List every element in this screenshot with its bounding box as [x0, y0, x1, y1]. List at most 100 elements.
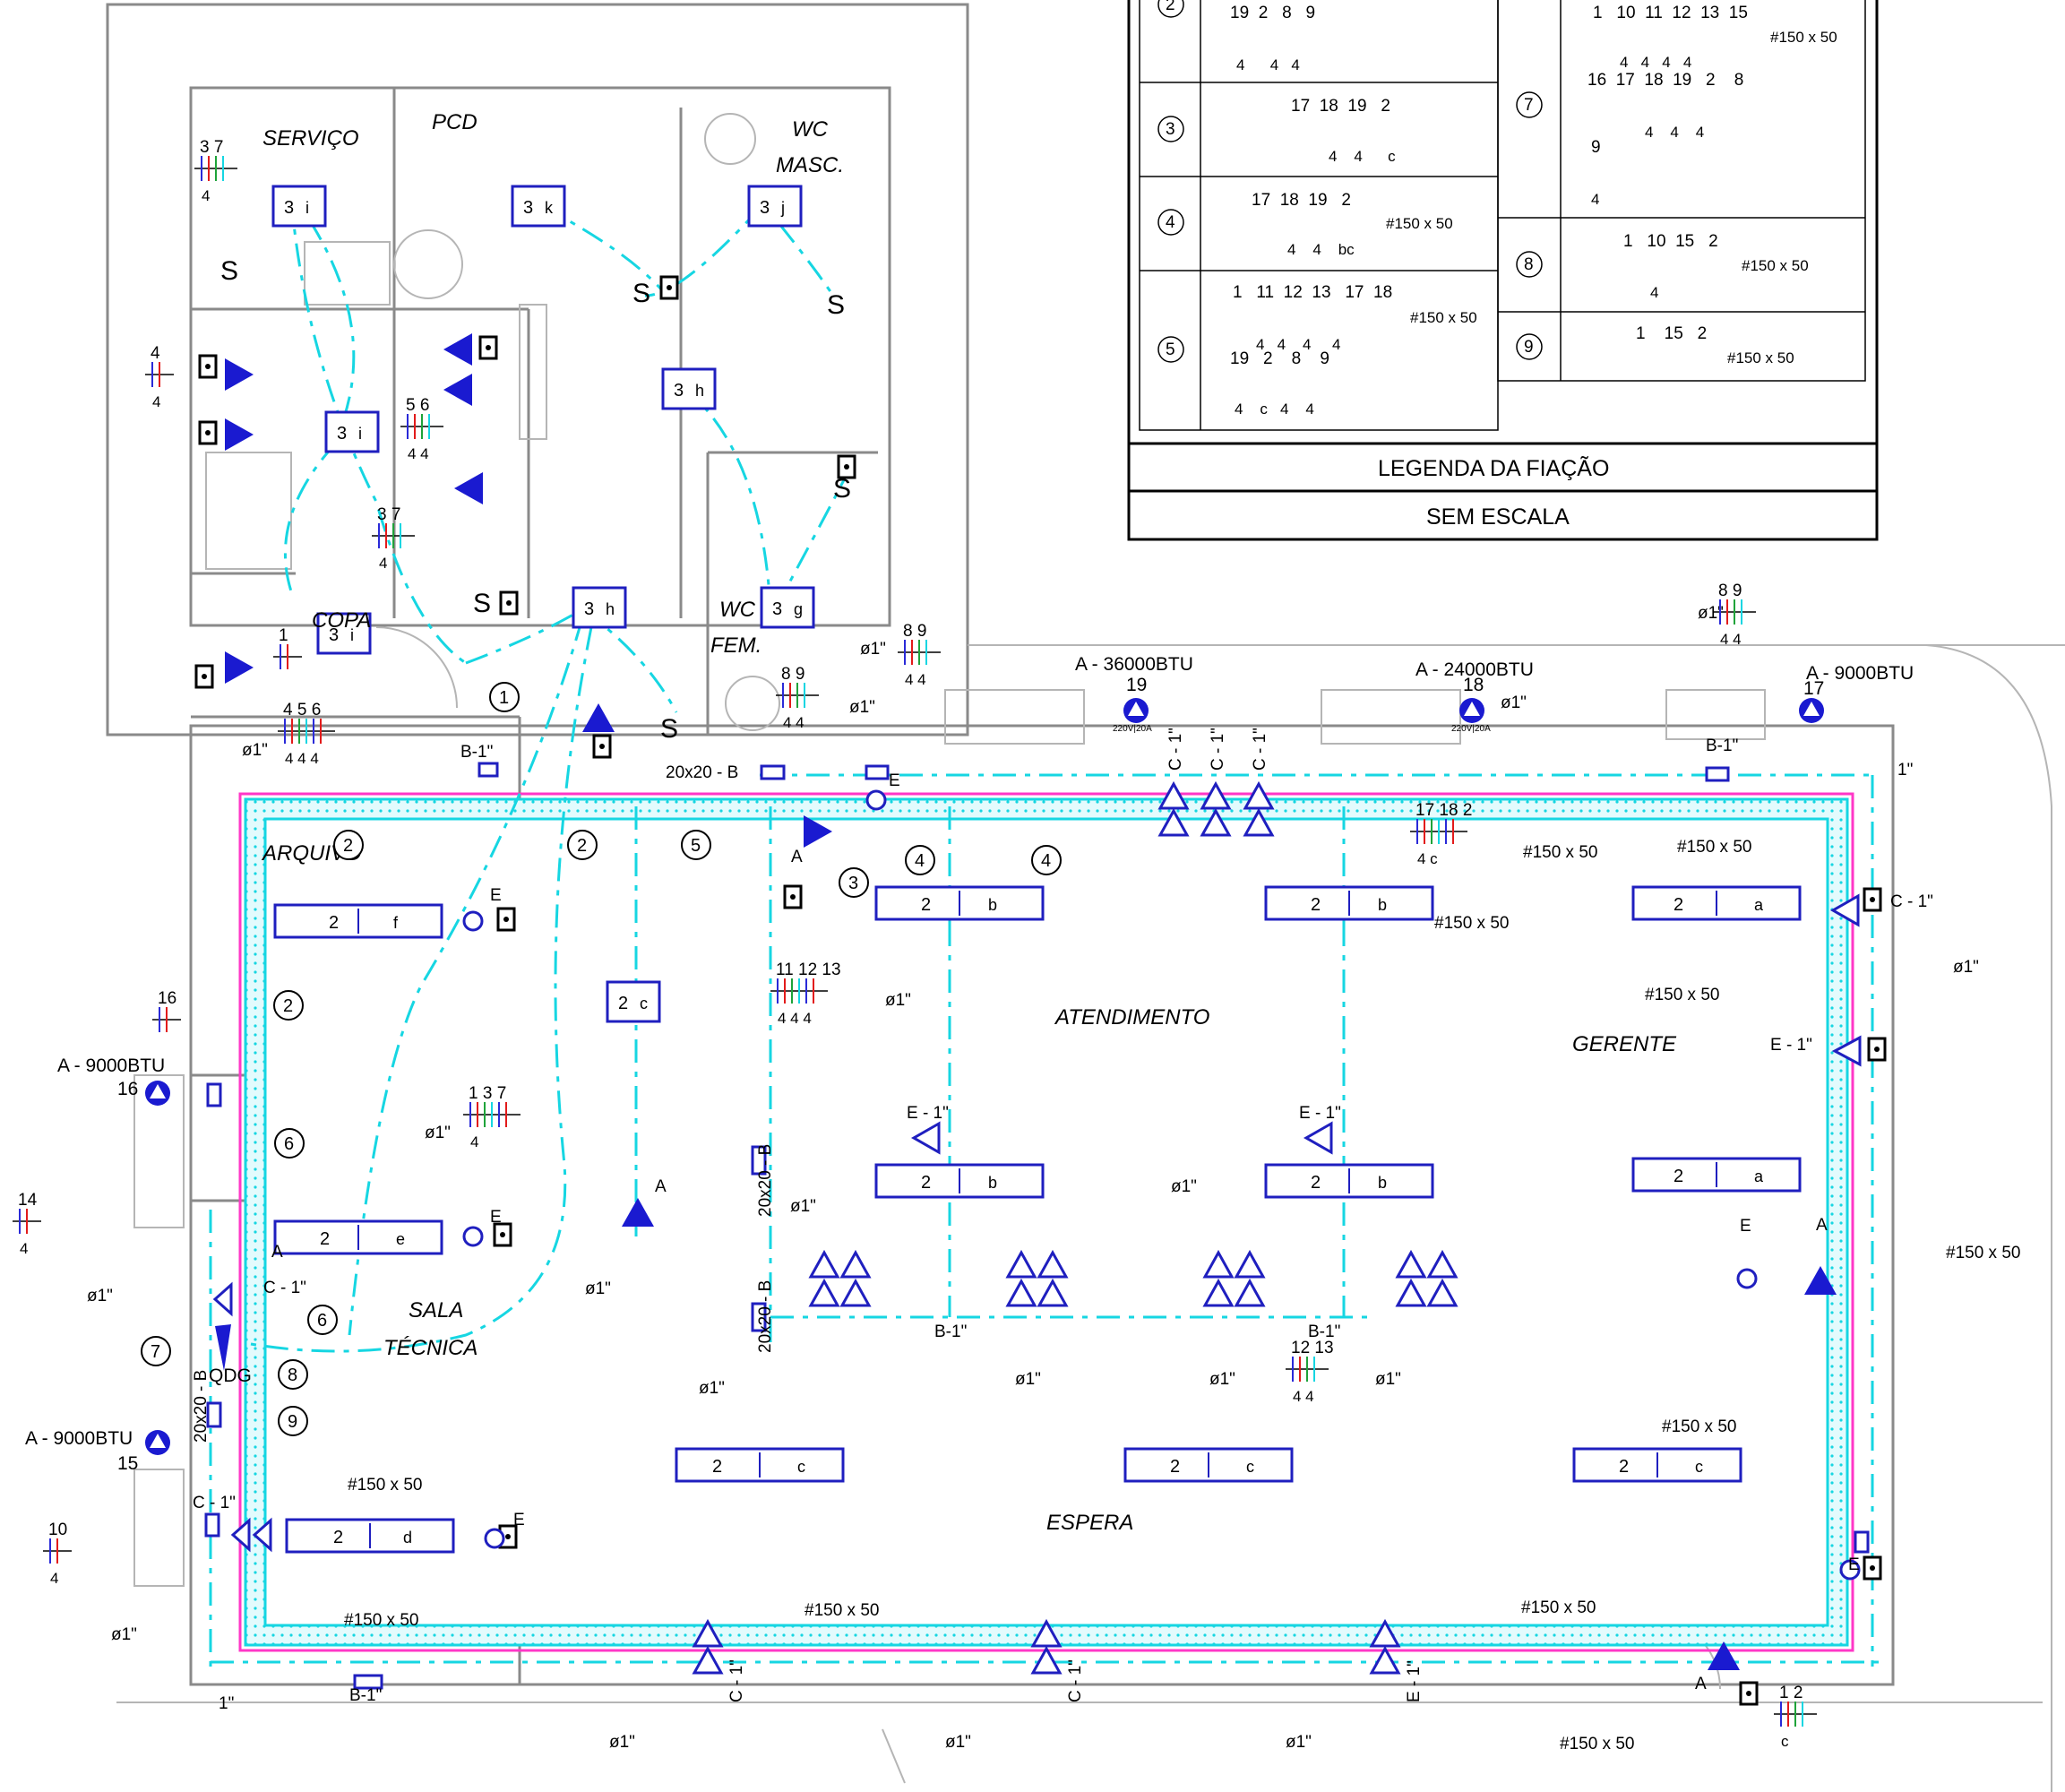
svg-text:3: 3 [584, 599, 594, 619]
connector-label-vertical: C - 1" [1251, 728, 1269, 771]
legend-row-num: 3 [1166, 120, 1175, 139]
svg-text:e: e [396, 1230, 405, 1248]
svg-text:b: b [1378, 896, 1387, 914]
svg-text:1: 1 [499, 688, 509, 708]
diameter-label: ø1" [1698, 604, 1724, 623]
letter-label: A [791, 848, 803, 866]
wire-tag: 12 134 4 [1286, 1339, 1334, 1405]
svg-text:2: 2 [1311, 1173, 1321, 1193]
svg-text:2: 2 [577, 836, 587, 856]
wire-tag-bottom: 4 [379, 555, 387, 572]
legend-row-num: 2 [1166, 0, 1175, 14]
wire-tag-top: 11 12 13 [776, 961, 841, 979]
connector-label: E - 1" [1770, 1036, 1812, 1055]
outlet-triangle-icon [225, 418, 254, 451]
svg-text:3: 3 [760, 198, 770, 218]
air-conditioner-icon [1123, 698, 1149, 723]
wire-tag-bottom: 4 4 4 [285, 750, 319, 767]
annotation-labels: QDG B-1" B-1" B-1" B-1" B-1" 20x20 - B C… [87, 256, 2020, 1753]
wire-tag: 1 2c [1774, 1684, 1817, 1750]
breaker-label: B-1" [1706, 737, 1738, 755]
switch-circle-icon [462, 789, 1861, 1581]
air-conditioner-icon [145, 1081, 170, 1106]
wire-tag-top: 4 5 6 [283, 701, 321, 719]
room-label-servico: SERVIÇO [262, 126, 359, 151]
outlet-triangle-icon [454, 472, 483, 504]
svg-text:b: b [1378, 1174, 1387, 1192]
wire-tag: 1 3 74 [463, 1084, 521, 1150]
legend-row-text: 4 [1650, 284, 1658, 301]
legend-row-text: 1 10 11 12 13 15 [1593, 4, 1748, 22]
svg-text:2: 2 [1170, 1457, 1180, 1477]
svg-text:5: 5 [691, 836, 701, 856]
wire-tag: 3 7 4 [194, 138, 237, 204]
outlet-triangle-icon [225, 358, 254, 391]
diameter-label: ø1" [699, 1379, 725, 1398]
air-conditioner-icon [1799, 698, 1824, 723]
outlet-triangle-icon [225, 651, 254, 684]
legend-row-num: 5 [1166, 340, 1175, 359]
size-label: 1" [1897, 761, 1913, 780]
svg-text:2: 2 [320, 1229, 330, 1249]
wire-tag-top: 1 2 [1779, 1684, 1803, 1702]
diameter-label: ø1" [790, 1197, 816, 1216]
svg-text:2: 2 [1175, 1086, 1185, 1106]
wire-tag-top: 8 9 [903, 622, 926, 641]
wire-tag-top: 10 [48, 1521, 67, 1539]
svg-text:2: 2 [1311, 895, 1321, 915]
room-label-gerente: GERENTE [1572, 1032, 1677, 1056]
svg-text:3: 3 [848, 874, 858, 893]
diameter-label: ø1" [885, 991, 911, 1010]
letter-label: E [490, 1208, 502, 1227]
route-circle: 1 [489, 682, 520, 712]
socket-icon [499, 590, 519, 616]
svg-text:i: i [305, 199, 309, 217]
svg-text:8: 8 [288, 1366, 297, 1385]
legend-row-size: #150 x 50 [1386, 215, 1453, 232]
wire-tag-top: 3 7 [200, 138, 223, 157]
size-label: #150 x 50 [1523, 843, 1597, 862]
wire-tag-top: 3 7 [377, 505, 400, 524]
duct-label-vertical: 20x20 - B [756, 1280, 775, 1353]
letter-label: E [490, 886, 502, 905]
ac-label: A - 9000BTU [1806, 663, 1914, 684]
diameter-label: ø1" [87, 1287, 113, 1305]
wire-tag: 44 [145, 344, 174, 410]
svg-text:i: i [358, 425, 362, 443]
svg-text:3: 3 [772, 599, 782, 619]
svg-text:3: 3 [284, 198, 294, 218]
ac-label: A - 9000BTU [57, 1055, 165, 1076]
svg-text:c: c [797, 1458, 805, 1476]
diameter-label: ø1" [945, 1733, 971, 1752]
svg-text:c: c [1246, 1458, 1254, 1476]
route-circle: 8 [278, 1359, 308, 1390]
svg-text:2: 2 [618, 994, 628, 1013]
wire-tag-bottom: 4 4 4 [778, 1010, 812, 1027]
legend-row-text: 1 15 2 [1636, 324, 1707, 343]
diameter-label: ø1" [1286, 1733, 1312, 1752]
legend-row-num: 4 [1166, 213, 1175, 232]
diameter-label: ø1" [585, 1279, 611, 1298]
diameter-label: ø1" [1953, 958, 1979, 977]
wire-tag: 104 [43, 1521, 72, 1587]
wire-tag-top: 16 [158, 989, 176, 1008]
outlet-triangle-icon [443, 333, 472, 366]
route-circle: 2 [273, 990, 304, 1021]
room-label-wc-fem-2: FEM. [710, 633, 761, 658]
svg-text:4: 4 [915, 851, 925, 871]
wiring-legend: LEGENDA DA FIAÇÃO SEM ESCALA 2 19 2 8 9 … [1127, 0, 1879, 541]
qdg-label: QDG [209, 1366, 252, 1386]
wire-tag-bottom: 4 [202, 187, 210, 204]
wire-tag-top: 8 9 [781, 665, 804, 684]
